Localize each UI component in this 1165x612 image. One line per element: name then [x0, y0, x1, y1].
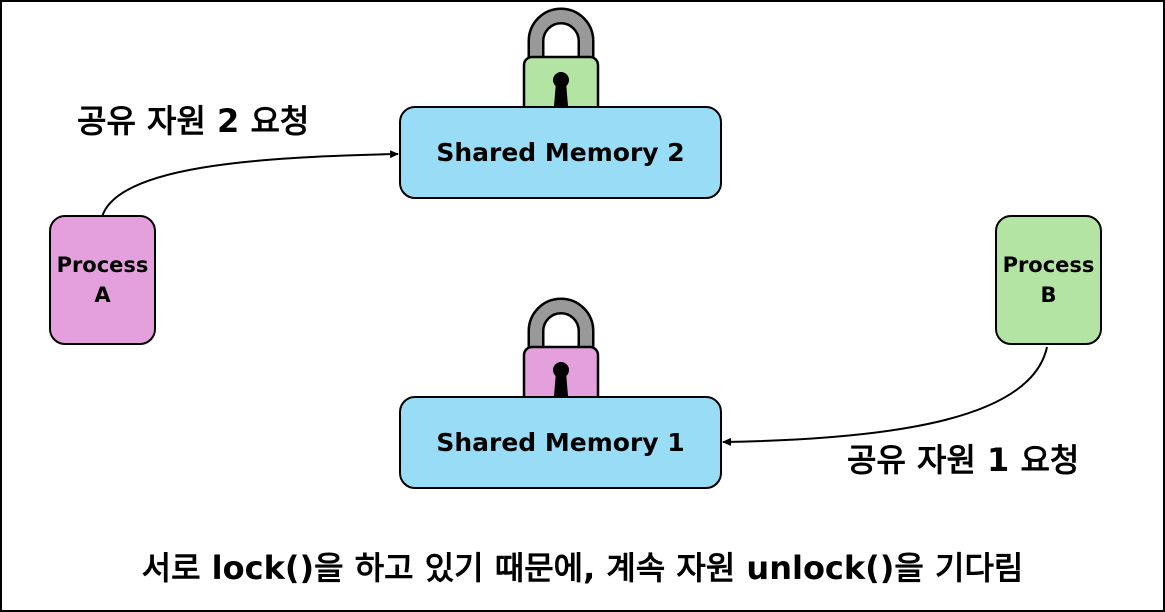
- shared-memory-1-box: Shared Memory 1: [399, 396, 722, 489]
- lock-icon: [522, 297, 600, 413]
- request-memory2-label: 공유 자원 2 요청: [77, 102, 310, 140]
- shared-memory-1-label: Shared Memory 1: [436, 428, 685, 457]
- process-b-line1: Process: [1002, 253, 1095, 277]
- request-arrow-b-to-memory1: [722, 346, 1048, 446]
- lock-shackle: [530, 300, 592, 349]
- lock-icon: [522, 7, 600, 123]
- process-a-line1: Process: [56, 253, 149, 277]
- request-memory1-label: 공유 자원 1 요청: [847, 441, 1080, 479]
- request-arrow-a-to-memory2: [101, 150, 399, 218]
- process-a-line2: A: [94, 283, 111, 307]
- lock-shackle: [530, 10, 592, 59]
- shared-memory-2-label: Shared Memory 2: [436, 138, 685, 167]
- process-b-box: Process B: [995, 215, 1102, 345]
- process-b-line2: B: [1040, 283, 1057, 307]
- process-a-box: Process A: [49, 215, 156, 345]
- deadlock-caption: 서로 lock()을 하고 있기 때문에, 계속 자원 unlock()을 기다…: [141, 549, 1024, 587]
- shared-memory-2-box: Shared Memory 2: [399, 106, 722, 199]
